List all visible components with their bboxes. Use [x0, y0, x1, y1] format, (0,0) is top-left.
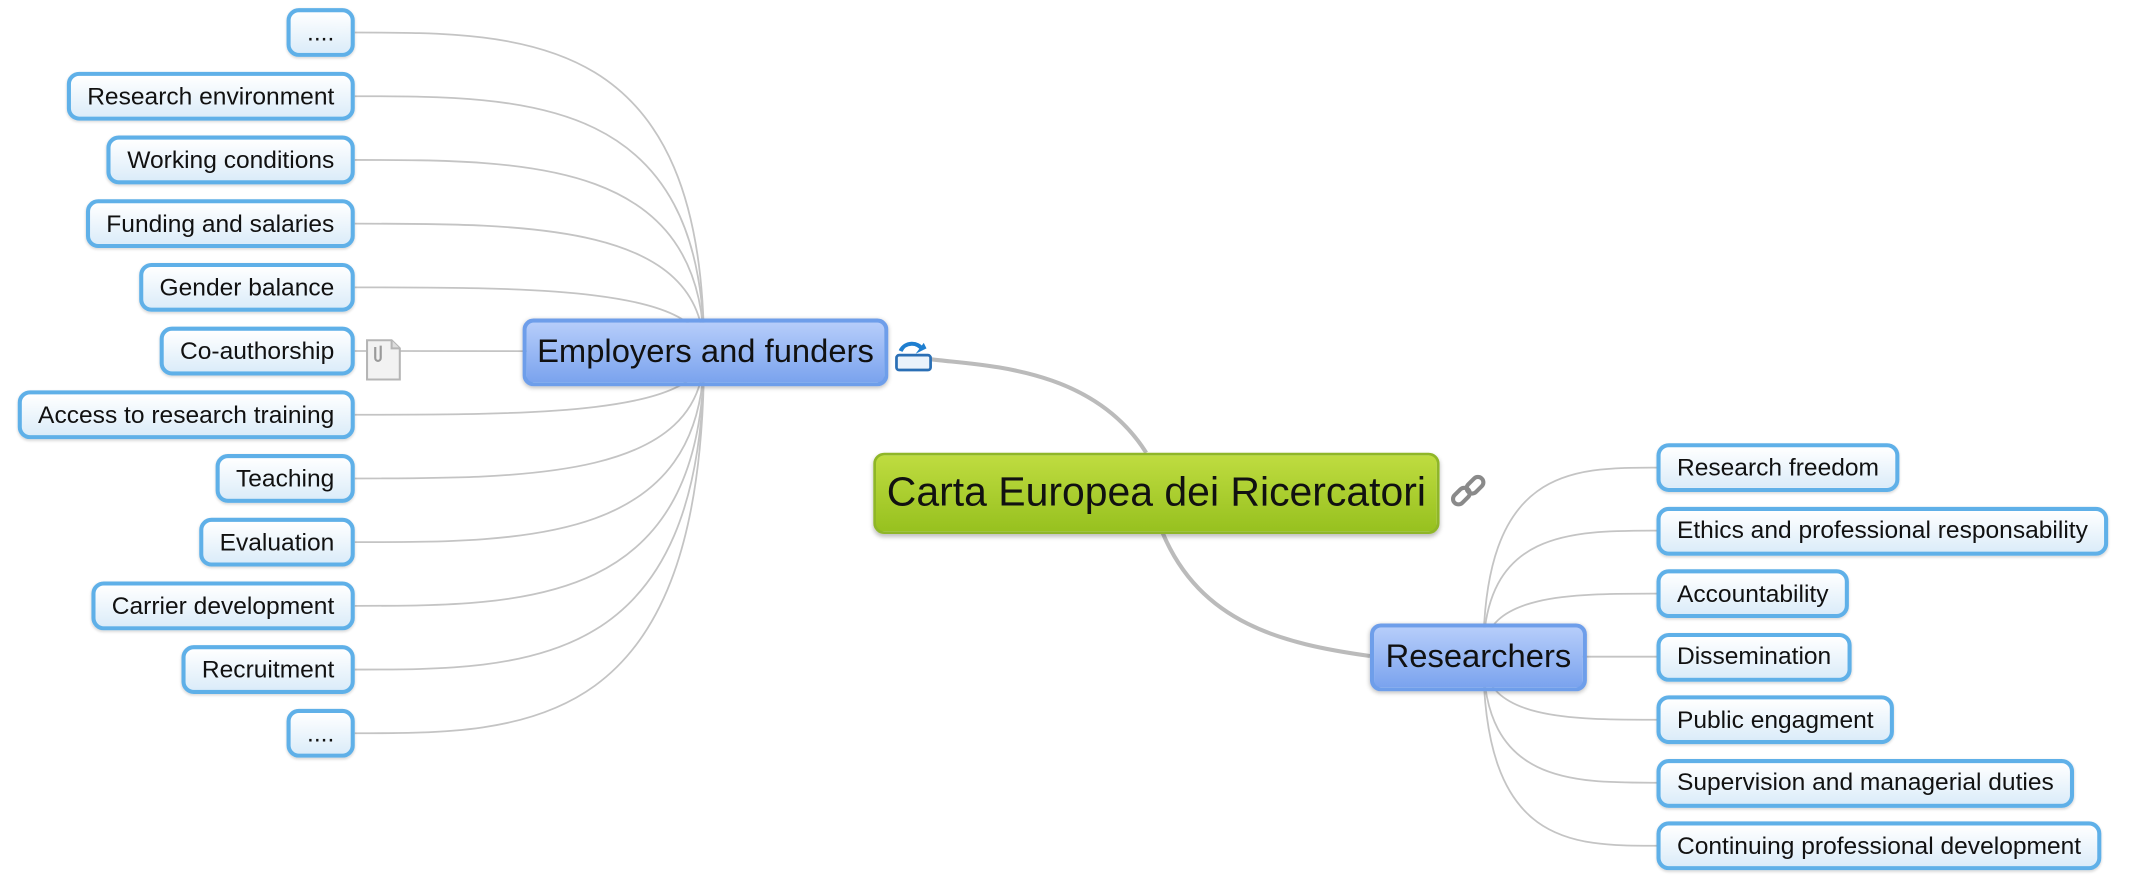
subtopic-label: Public engagment [1676, 705, 1874, 733]
attachment-icon[interactable] [363, 339, 404, 382]
connector-central-employers [930, 357, 1148, 454]
connector-funding-and-salaries [354, 222, 705, 353]
subtopic-ellipsis-11[interactable]: .... [286, 708, 355, 758]
subtopic-evaluation[interactable]: Evaluation [199, 517, 355, 567]
subtopic-ellipsis-0[interactable]: .... [286, 8, 355, 57]
subtopic-public-engagment[interactable]: Public engagment [1656, 695, 1895, 745]
central-topic-label: Carta Europea dei Ricercatori [886, 470, 1427, 516]
subtopic-research-environment[interactable]: Research environment [66, 71, 355, 121]
subtopic-label: Research environment [87, 82, 335, 110]
subtopic-working-conditions[interactable]: Working conditions [106, 135, 355, 185]
connector-supervision-and-managerial-duties [1482, 656, 1657, 784]
subtopic-label: Evaluation [219, 527, 335, 556]
subtopic-label: Continuing professional development [1676, 831, 2082, 859]
employers-label: Employers and funders [537, 333, 874, 371]
employers-child-connectors [354, 31, 705, 735]
subtopic-funding-and-salaries[interactable]: Funding and salaries [85, 199, 355, 249]
topic-researchers[interactable]: Researchers [1369, 623, 1587, 692]
subtopic-label: .... [306, 719, 335, 747]
subtopic-label: Recruitment [201, 655, 335, 683]
subtopic-label: Accountability [1676, 579, 1829, 607]
subtopic-access-to-research-training[interactable]: Access to research training [17, 390, 355, 440]
subtopic-label: Ethics and professional responsability [1676, 516, 2088, 544]
subtopic-continuing-professional-development[interactable]: Continuing professional development [1656, 821, 2102, 871]
connector-ellipsis-0 [354, 31, 705, 353]
central-topic[interactable]: Carta Europea dei Ricercatori [873, 452, 1440, 535]
subtopic-research-freedom[interactable]: Research freedom [1656, 443, 1900, 493]
connector-central-researchers [1160, 531, 1371, 659]
subtopic-label: Carrier development [111, 591, 335, 619]
researchers-label: Researchers [1385, 638, 1572, 675]
subtopic-label: Access to research training [38, 400, 335, 428]
subtopic-ethics-and-professional-responsability[interactable]: Ethics and professional responsability [1656, 506, 2109, 556]
subtopic-recruitment[interactable]: Recruitment [181, 645, 355, 694]
subtopic-label: Funding and salaries [106, 209, 335, 237]
connector-teaching [354, 352, 705, 480]
connector-recruitment [354, 352, 705, 671]
connector-working-conditions [354, 159, 705, 353]
connector-ellipsis-11 [354, 352, 705, 735]
subtopic-dissemination[interactable]: Dissemination [1656, 632, 1852, 682]
subtopic-carrier-development[interactable]: Carrier development [91, 581, 355, 631]
subtopic-label: Working conditions [127, 145, 335, 173]
subtopic-label: Teaching [235, 464, 335, 492]
subtopic-label: .... [306, 18, 335, 46]
connector-continuing-professional-development [1482, 656, 1657, 847]
topic-employers-and-funders[interactable]: Employers and funders [522, 318, 889, 387]
connector-research-environment [354, 95, 705, 353]
connector-evaluation [354, 352, 705, 544]
subtopic-gender-balance[interactable]: Gender balance [139, 262, 355, 312]
subtopic-label: Supervision and managerial duties [1676, 768, 2054, 796]
subtopic-teaching[interactable]: Teaching [215, 454, 355, 503]
subtopic-co-authorship[interactable]: Co-authorship [159, 326, 355, 376]
connector-ethics-and-professional-responsability [1482, 529, 1657, 657]
subtopic-label: Gender balance [159, 273, 335, 301]
subtopic-accountability[interactable]: Accountability [1656, 569, 1849, 619]
subtopic-label: Co-authorship [180, 336, 335, 364]
connector-research-freedom [1482, 466, 1657, 657]
subtopic-label: Dissemination [1676, 642, 1832, 670]
connector-carrier-development [354, 352, 705, 607]
collapse-toggle-icon[interactable] [892, 337, 936, 375]
subtopic-label: Research freedom [1676, 453, 1880, 481]
subtopic-supervision-and-managerial-duties[interactable]: Supervision and managerial duties [1656, 758, 2075, 808]
link-icon[interactable] [1446, 470, 1490, 513]
